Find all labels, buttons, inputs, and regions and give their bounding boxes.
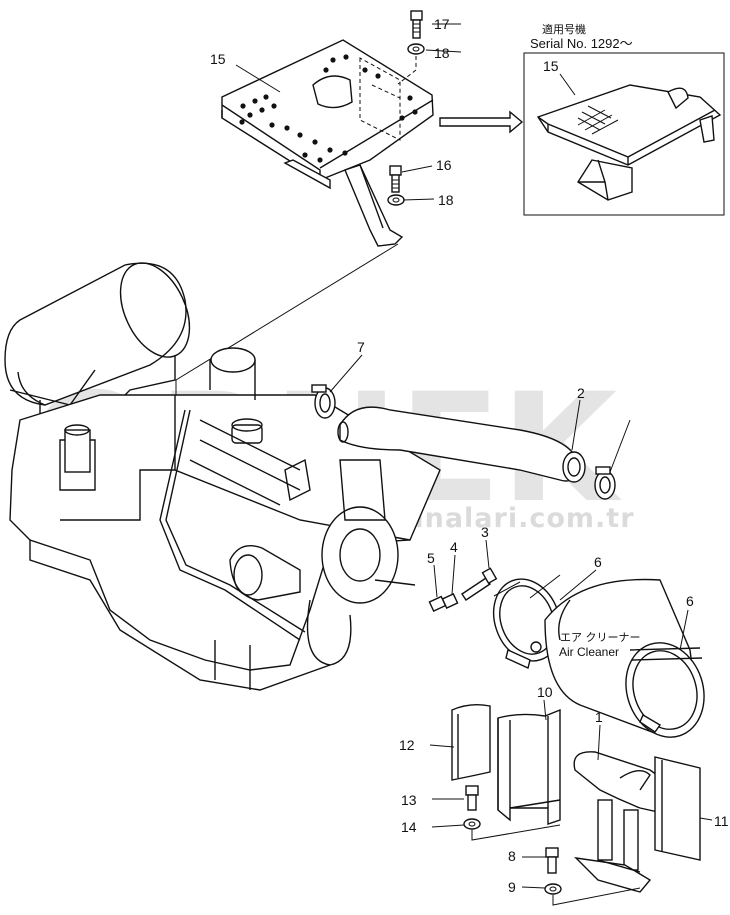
callout-13: 13: [401, 792, 417, 808]
bracket-10: [497, 708, 561, 825]
leaders-bottom: [329, 354, 713, 889]
callout-9: 9: [508, 879, 516, 895]
washer-9: [544, 883, 562, 895]
bolt-17: [410, 10, 423, 39]
bolt-3: [461, 567, 498, 601]
washer-18-top: [407, 43, 425, 55]
bolt-8: [545, 847, 559, 874]
air-cleaner-6: [544, 578, 705, 738]
band-connector: [493, 574, 561, 599]
inset-leader-15: [559, 73, 576, 96]
callout-8: 8: [508, 848, 516, 864]
leaders-top: [235, 23, 462, 201]
inset-caption-japanese: 適用号機: [542, 22, 586, 36]
callout-1: 1: [595, 709, 603, 725]
washer-14: [463, 818, 481, 830]
bracket-1: [573, 751, 675, 893]
callout-17: 17: [434, 16, 450, 32]
arrow-to-inset: [439, 110, 524, 134]
inset-bracket-15: [536, 84, 722, 201]
callout-5: 5: [427, 550, 435, 566]
hose-clamp-7-left: [311, 384, 336, 419]
inset-callout-15: 15: [543, 58, 559, 74]
hose-clamp-7-right: [594, 466, 616, 500]
callout-14: 14: [401, 819, 417, 835]
plate-11: [654, 756, 701, 861]
plate-12: [451, 703, 491, 781]
washer-18-bottom: [387, 194, 405, 206]
callout-11: 11: [714, 813, 729, 829]
engine-assembly: [4, 262, 441, 691]
callout-4: 4: [450, 539, 458, 555]
bracket-plate-15: [221, 39, 434, 247]
air-cleaner-japanese: エア クリーナー: [560, 631, 641, 644]
clamp-band-6: [492, 578, 562, 669]
callout-15: 15: [210, 51, 226, 67]
callout-18-bottom: 18: [438, 192, 454, 208]
bolt-13: [465, 785, 479, 811]
air-cleaner-english: Air Cleaner: [559, 645, 619, 659]
callout-3: 3: [481, 524, 489, 540]
bolt-16: [389, 165, 402, 193]
inset-box: [523, 52, 725, 216]
callout-18-top: 18: [434, 45, 450, 61]
callout-10: 10: [537, 684, 553, 700]
callout-12: 12: [399, 737, 415, 753]
callout-7: 7: [357, 339, 365, 355]
callout-2: 2: [577, 385, 585, 401]
air-hose-2: [337, 406, 586, 483]
nut-5: [428, 595, 447, 612]
callout-6-band: 6: [594, 554, 602, 570]
callout-16: 16: [436, 157, 452, 173]
bottom-connector-lines: [471, 824, 641, 906]
callout-6-cleaner: 6: [686, 593, 694, 609]
inset-serial: Serial No. 1292～: [530, 36, 633, 51]
